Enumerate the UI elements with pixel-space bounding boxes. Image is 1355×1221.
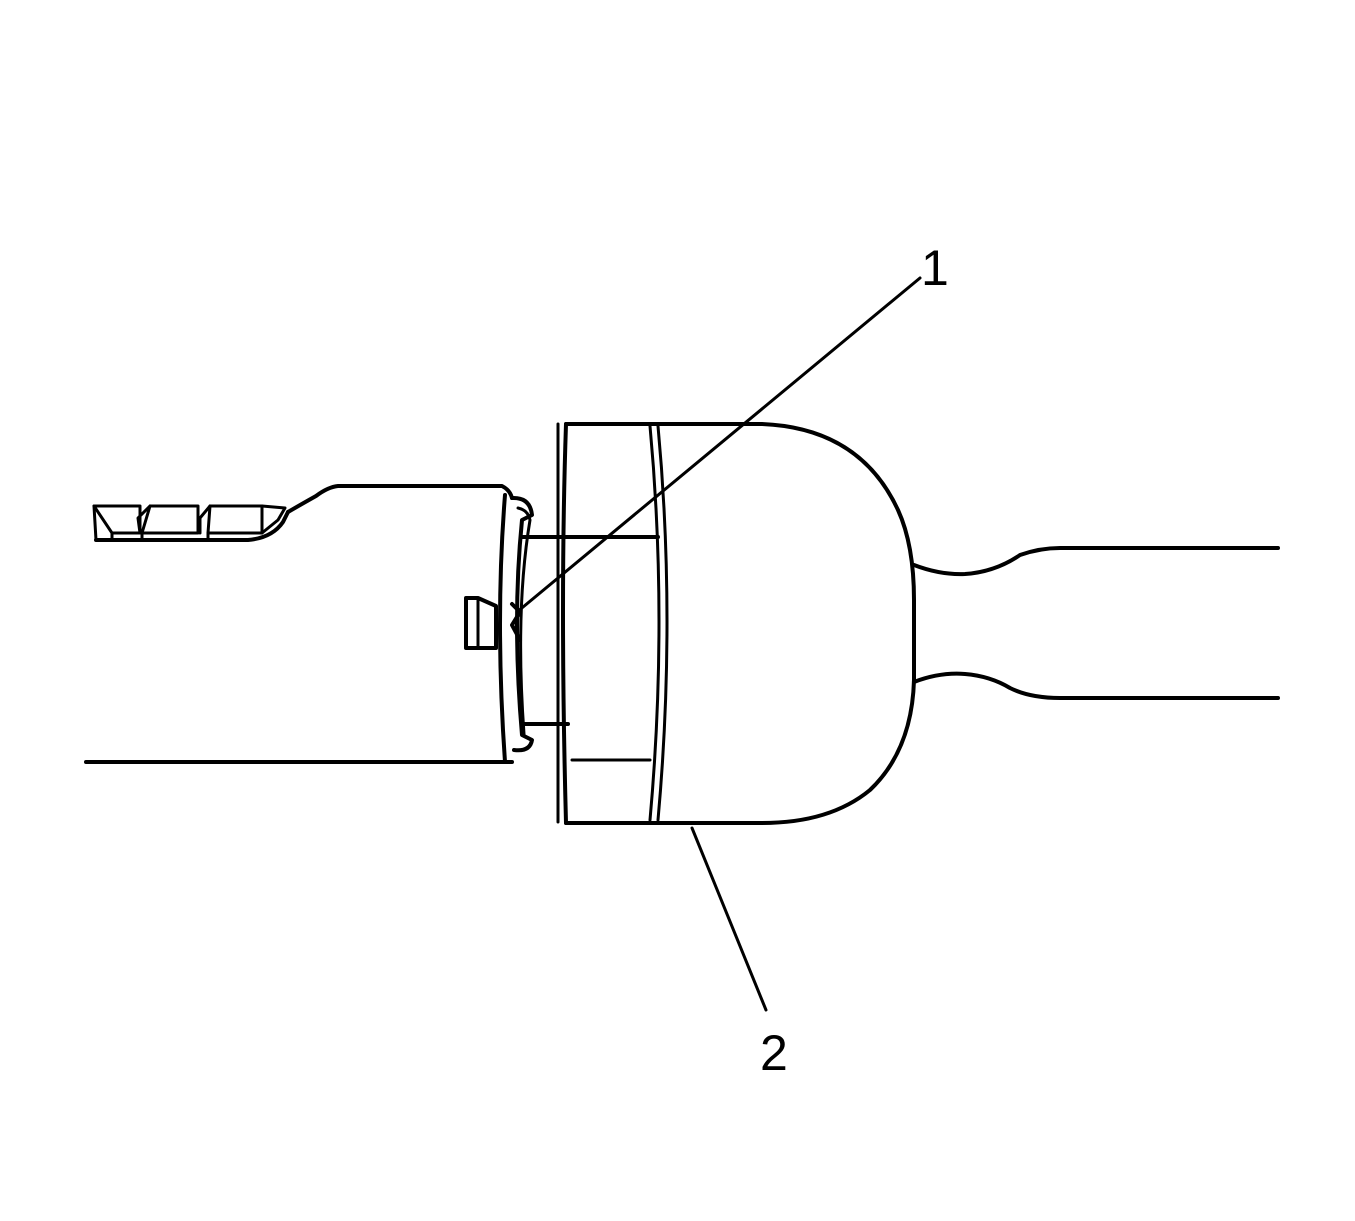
leader-line-2 — [690, 826, 768, 1012]
shaft-housing — [84, 484, 514, 764]
connector-body — [556, 422, 916, 825]
wire-leads — [912, 546, 1280, 700]
shaft-teeth — [92, 504, 287, 542]
leader-lines — [515, 276, 922, 1012]
locking-tab — [464, 596, 498, 650]
connector-neck — [520, 535, 660, 726]
retaining-ring — [510, 495, 534, 753]
callout-label-1: 1 — [921, 240, 949, 296]
callout-label-2: 2 — [760, 1025, 788, 1081]
leader-line-1 — [515, 276, 922, 614]
